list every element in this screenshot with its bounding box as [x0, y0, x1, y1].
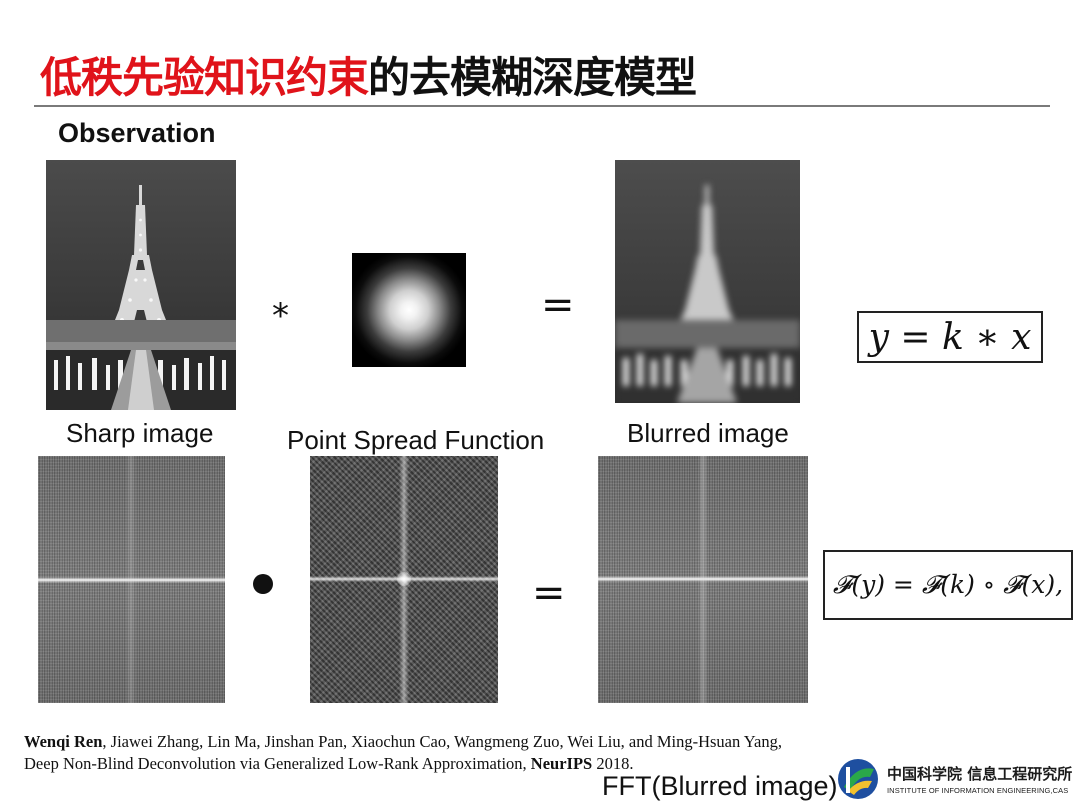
sharp-image [46, 160, 236, 410]
caption-psf: Point Spread Function [287, 425, 545, 455]
institute-logo-icon [836, 757, 880, 801]
institute-name-en: INSTITUTE OF INFORMATION ENGINEERING,CAS [887, 786, 1069, 795]
citation-first-author: Wenqi Ren [24, 732, 103, 751]
spatial-equation-box: y = k ∗ x [857, 311, 1043, 363]
spatial-equation: y = k ∗ x [868, 316, 1032, 358]
citation-year: 2018. [592, 754, 634, 773]
caption-sharp-image: Sharp image [66, 418, 214, 448]
hadamard-product-dot [253, 574, 273, 594]
equals-sign-bottom: = [532, 570, 566, 616]
fft-caption: FFT(Blurred image) [602, 771, 838, 801]
slide-title-red: 低秩先验知识约束 [40, 53, 369, 102]
citation-venue: NeurIPS [530, 754, 593, 773]
psf-spectrum-image [310, 456, 498, 703]
citation: Wenqi Ren, Jiawei Zhang, Lin Ma, Jinshan… [24, 731, 904, 775]
equals-sign-top: = [541, 282, 575, 328]
convolution-operator: * [272, 296, 289, 336]
observation-label: Observation [58, 118, 216, 148]
caption-blurred-image: Blurred image [627, 418, 789, 448]
citation-paper-title: Deep Non-Blind Deconvolution via General… [24, 754, 531, 773]
blurred-spectrum-image [598, 456, 808, 703]
fourier-equation: 𝓕(y) = 𝓕(k) ∘ 𝓕(x), [832, 570, 1064, 599]
blurred-image [615, 160, 800, 403]
title-underline [34, 105, 1050, 107]
slide-title: 低秩先验知识约束的去模糊深度模型 [40, 48, 697, 108]
fourier-equation-box: 𝓕(y) = 𝓕(k) ∘ 𝓕(x), [823, 550, 1073, 620]
sharp-spectrum-image [38, 456, 225, 703]
institute-name-cn: 中国科学院 信息工程研究所 [887, 765, 1073, 783]
psf-kernel-image [352, 253, 466, 367]
slide-title-black: 的去模糊深度模型 [368, 53, 697, 102]
citation-authors: , Jiawei Zhang, Lin Ma, Jinshan Pan, Xia… [102, 732, 782, 751]
